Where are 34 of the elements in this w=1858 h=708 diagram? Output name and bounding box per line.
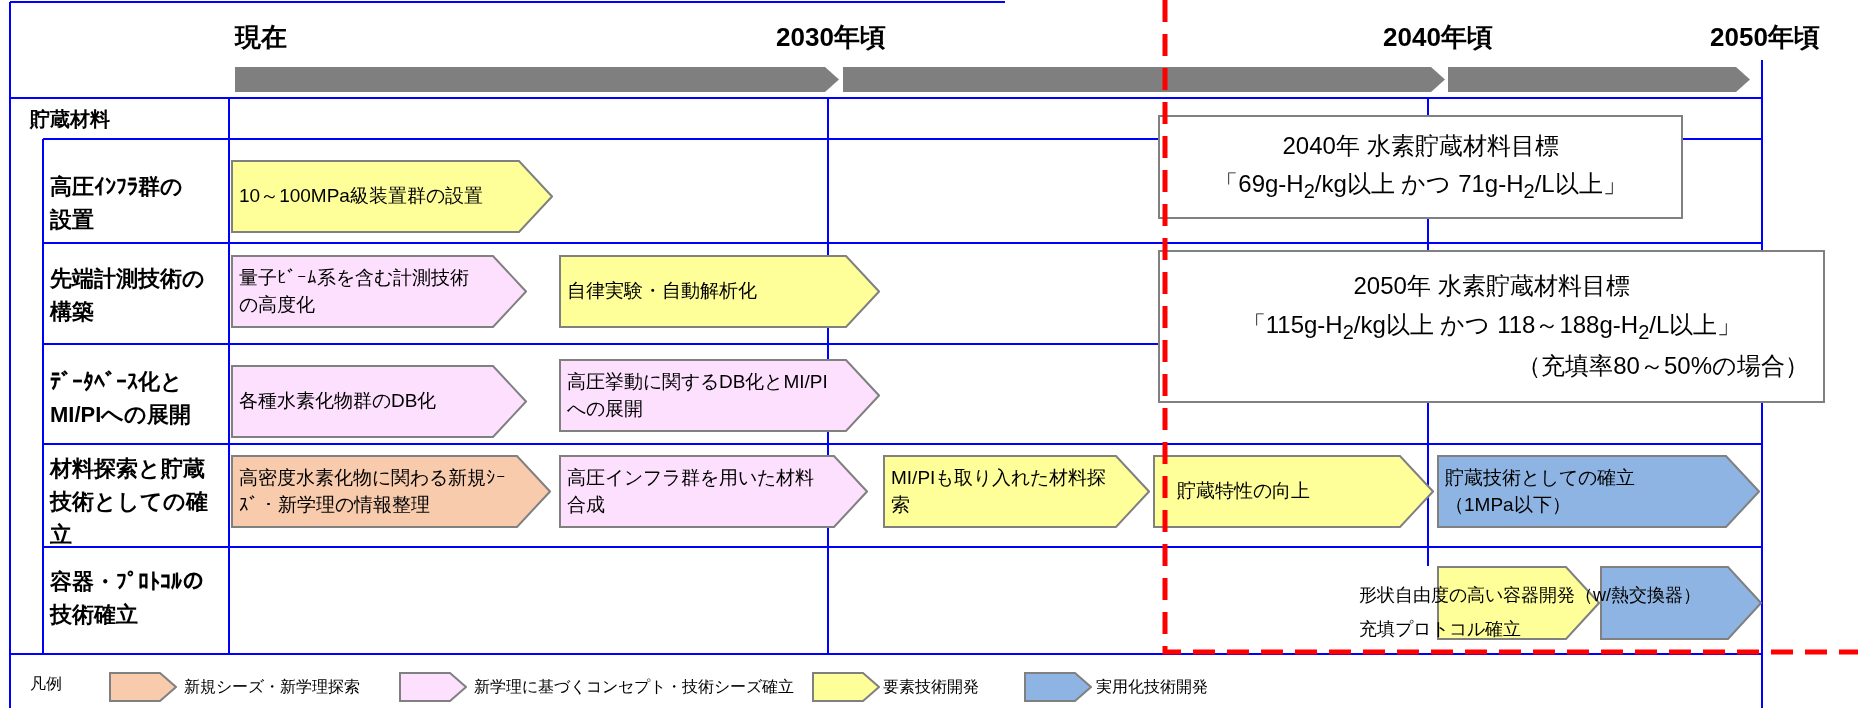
task-box: 10～100MPa級装置群の設置 bbox=[231, 160, 553, 233]
task-box: 貯蔵技術としての確立 （1MPa以下） bbox=[1437, 455, 1760, 528]
legend-text: 要素技術開発 bbox=[883, 677, 979, 697]
legend-text: 新規シーズ・新学理探索 bbox=[184, 677, 360, 697]
task-box: 自律実験・自動解析化 bbox=[559, 255, 880, 328]
row-header: 容器・ﾌﾟﾛﾄｺﾙの技術確立 bbox=[50, 568, 205, 629]
year-label: 2040年頃 bbox=[1383, 21, 1493, 54]
task-box: 貯蔵特性の向上 bbox=[1153, 455, 1434, 528]
task-box: 高圧挙動に関するDB化とMI/PIへの展開 bbox=[559, 359, 880, 432]
target-box bbox=[1158, 250, 1825, 403]
target-heading: 2050年 水素貯蔵材料目標 bbox=[1352, 271, 1631, 302]
legend-title: 凡例 bbox=[30, 674, 62, 694]
legend-text: 新学理に基づくコンセプト・技術シーズ確立 bbox=[474, 677, 794, 697]
target-note: （充填率80～50%の場合） bbox=[1516, 351, 1809, 382]
task-box: 高密度水素化物に関わる新規ｼｰｽﾞ・新学理の情報整理 bbox=[231, 455, 551, 528]
task-box: 高圧インフラ群を用いた材料合成 bbox=[559, 455, 868, 528]
target-value: 「69g-H$_{2}$/kg以上 かつ 71g-H$_{2}$/L以上」 bbox=[1213, 169, 1628, 205]
category-header: 貯蔵材料 bbox=[30, 107, 110, 132]
task-label: 形状自由度の高い容器開発（w/熱交換器） bbox=[1359, 584, 1701, 607]
task-box: MI/PIも取り入れた材料探索 bbox=[883, 455, 1150, 528]
task-box: 各種水素化物群のDB化 bbox=[231, 365, 527, 438]
target-value: 「115g-H$_{2}$/kg以上 かつ 118～188g-H$_{2}$/L以上」 bbox=[1240, 309, 1743, 345]
row-header: 高圧ｲﾝﾌﾗ群の設置 bbox=[50, 173, 184, 234]
row-header: 先端計測技術の構築 bbox=[50, 265, 206, 326]
year-label: 現在 bbox=[235, 21, 287, 54]
task-box: 量子ﾋﾞｰﾑ系を含む計測技術の高度化 bbox=[231, 255, 527, 328]
year-label: 2050年頃 bbox=[1710, 21, 1820, 54]
task-label: 充填プロトコル確立 bbox=[1359, 618, 1521, 641]
year-label: 2030年頃 bbox=[776, 21, 886, 54]
row-header: ﾃﾞｰﾀﾍﾞｰｽ化とMI/PIへの展開 bbox=[50, 368, 193, 429]
target-box bbox=[1158, 115, 1683, 219]
target-heading: 2040年 水素貯蔵材料目標 bbox=[1281, 130, 1560, 161]
row-header: 材料探索と貯蔵技術としての確立 bbox=[50, 455, 209, 549]
legend-text: 実用化技術開発 bbox=[1096, 677, 1208, 697]
